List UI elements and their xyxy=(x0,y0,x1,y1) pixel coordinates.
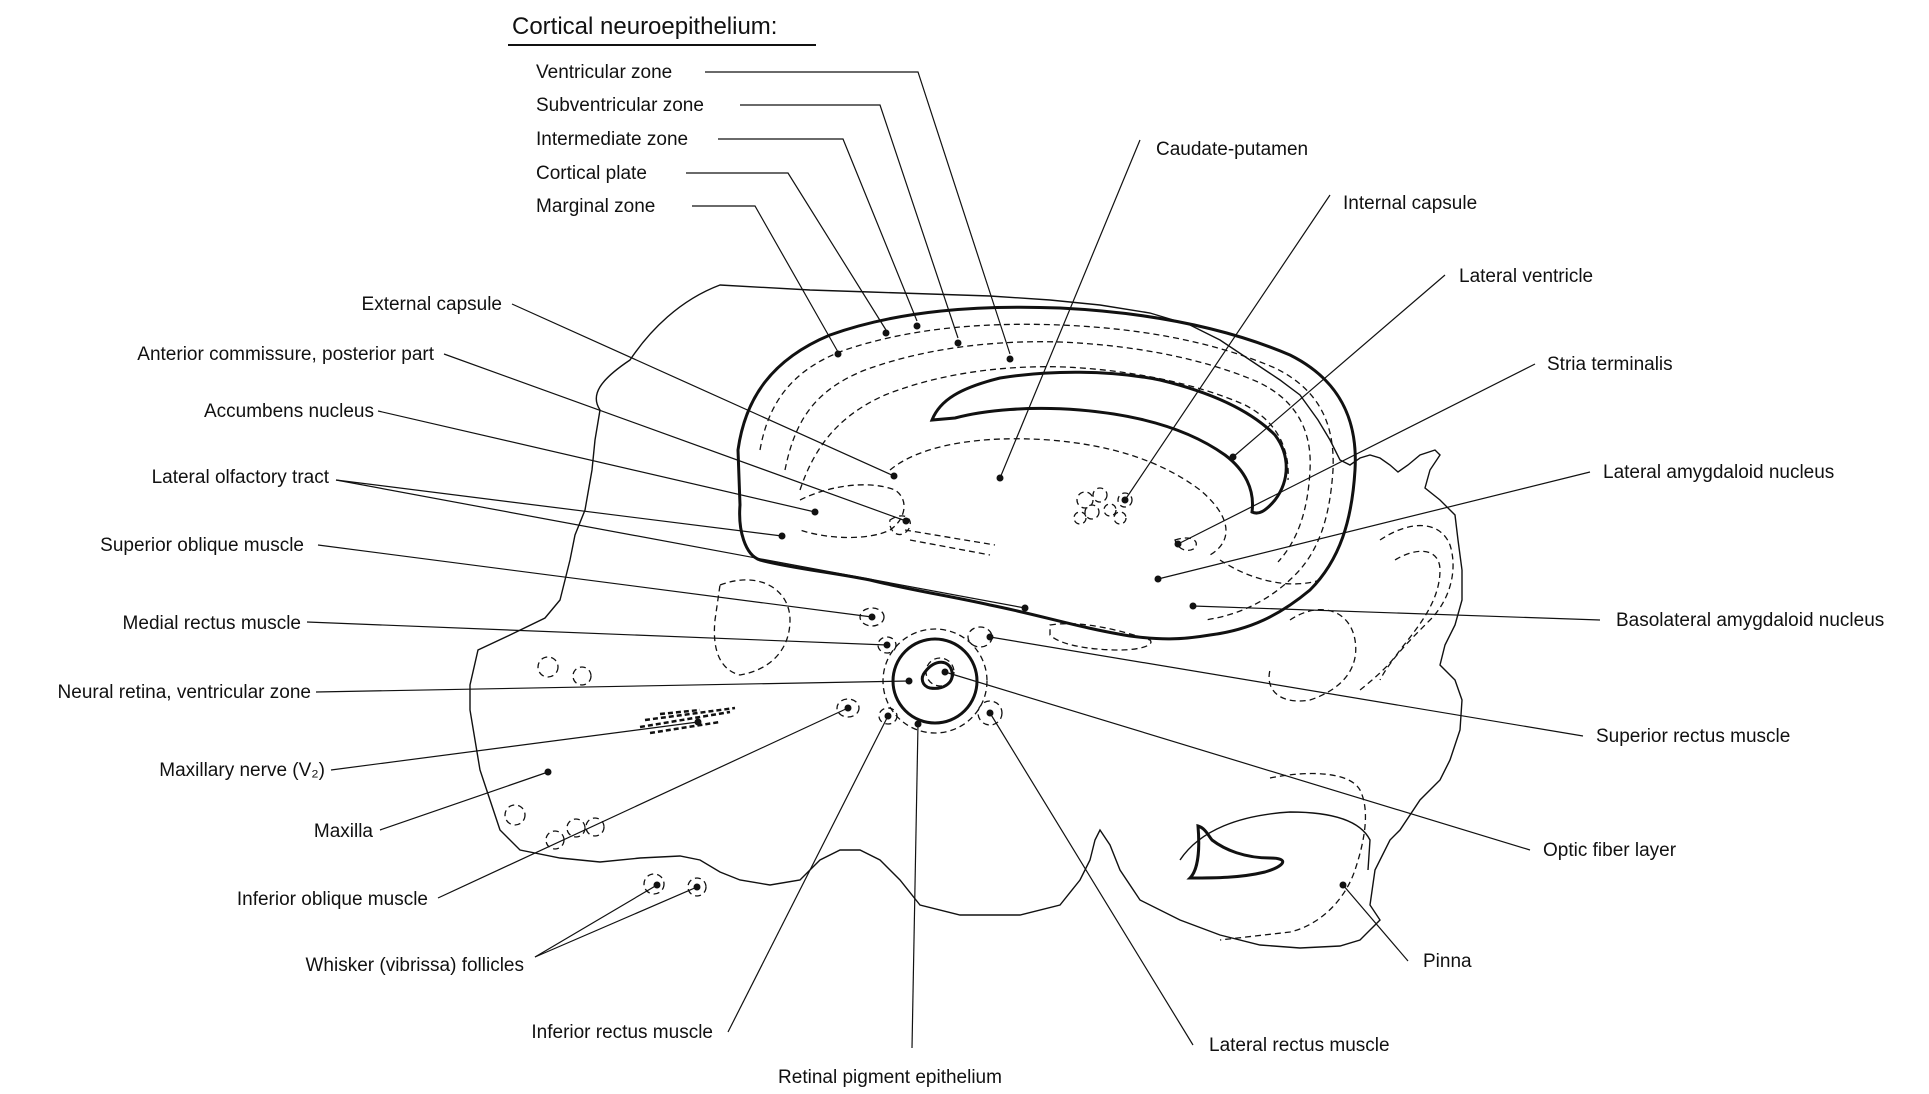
label-inferior-rectus-muscle: Inferior rectus muscle xyxy=(531,1022,713,1043)
label-lateral-amygdaloid-nucleus: Lateral amygdaloid nucleus xyxy=(1603,462,1834,483)
maxillary-nerve-strands xyxy=(640,708,735,733)
label-lateral-rectus-muscle: Lateral rectus muscle xyxy=(1209,1035,1390,1056)
label-optic-fiber-layer: Optic fiber layer xyxy=(1543,840,1677,861)
head-outline xyxy=(470,285,1462,948)
label-stria-terminalis: Stria terminalis xyxy=(1547,354,1673,375)
label-basolateral-amygdaloid-nucleus: Basolateral amygdaloid nucleus xyxy=(1616,610,1884,631)
label-lateral-olfactory-tract: Lateral olfactory tract xyxy=(152,467,330,488)
label-maxillary-nerve: Maxillary nerve (V₂) xyxy=(159,760,325,781)
pinna-inner xyxy=(1220,774,1365,940)
striatum-outline xyxy=(890,439,1226,555)
label-pinna: Pinna xyxy=(1423,951,1472,972)
right-strand-3 xyxy=(1269,610,1356,701)
label-external-capsule: External capsule xyxy=(362,294,502,315)
label-anterior-commissure: Anterior commissure, posterior part xyxy=(137,344,434,365)
right-strand-2 xyxy=(1360,551,1440,690)
cortex-layer-2 xyxy=(785,342,1310,562)
label-intermediate-zone: Intermediate zone xyxy=(536,129,688,150)
label-maxilla: Maxilla xyxy=(314,821,374,842)
label-lateral-ventricle: Lateral ventricle xyxy=(1459,266,1593,287)
pinna-outline xyxy=(1180,812,1370,870)
internal-capsule-cluster xyxy=(1074,488,1132,524)
olfactory-region xyxy=(714,580,790,675)
label-retinal-pigment-epithelium: Retinal pigment epithelium xyxy=(778,1067,1002,1088)
label-marginal-zone: Marginal zone xyxy=(536,196,655,217)
label-internal-capsule: Internal capsule xyxy=(1343,193,1477,214)
label-subventricular-zone: Subventricular zone xyxy=(536,95,704,116)
leader-dots xyxy=(545,323,1347,891)
label-inferior-oblique-muscle: Inferior oblique muscle xyxy=(237,889,428,910)
label-whisker-follicles: Whisker (vibrissa) follicles xyxy=(305,955,524,976)
cortex-layer-3 xyxy=(800,367,1288,490)
leader-lines xyxy=(307,72,1600,1048)
label-accumbens-nucleus: Accumbens nucleus xyxy=(204,401,374,422)
label-medial-rectus-muscle: Medial rectus muscle xyxy=(123,613,301,634)
label-neural-retina: Neural retina, ventricular zone xyxy=(58,682,311,703)
label-superior-rectus-muscle: Superior rectus muscle xyxy=(1596,726,1790,747)
diagram-heading: Cortical neuroepithelium: xyxy=(512,13,777,40)
ear-canal xyxy=(1190,826,1283,878)
cortex-outer xyxy=(738,307,1355,639)
lateral-ventricle-outline xyxy=(932,372,1286,513)
external-capsule-outline xyxy=(905,530,995,555)
label-superior-oblique-muscle: Superior oblique muscle xyxy=(100,535,304,556)
label-cortical-plate: Cortical plate xyxy=(536,163,647,184)
labels: Ventricular zone Subventricular zone Int… xyxy=(58,62,1885,1088)
label-caudate-putamen: Caudate-putamen xyxy=(1156,139,1308,160)
label-ventricular-zone: Ventricular zone xyxy=(536,62,672,83)
